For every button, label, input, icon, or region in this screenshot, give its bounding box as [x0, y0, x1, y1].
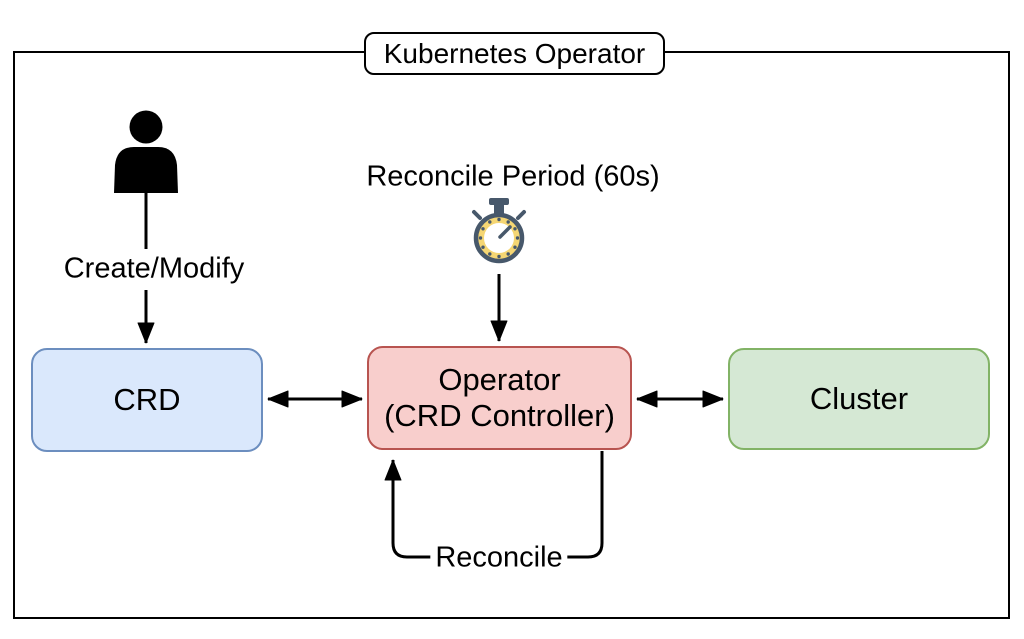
node-cluster: Cluster	[728, 348, 990, 450]
reconcile-period-label: Reconcile Period (60s)	[361, 160, 665, 194]
diagram-title-label: Kubernetes Operator	[383, 37, 646, 69]
stopwatch-icon	[472, 198, 526, 264]
node-cluster-label: Cluster	[809, 381, 909, 416]
node-crd-label: CRD	[113, 382, 181, 417]
node-crd: CRD	[31, 348, 263, 452]
node-operator-label: Operator	[438, 362, 561, 397]
diagram-title: Kubernetes Operator	[364, 32, 665, 75]
user-silhouette-icon	[114, 110, 178, 193]
node-operator-sublabel: (CRD Controller)	[384, 398, 615, 433]
create-modify-label: Create/Modify	[58, 252, 250, 286]
reconcile-label: Reconcile	[430, 541, 568, 575]
node-operator: Operator (CRD Controller)	[367, 346, 632, 450]
